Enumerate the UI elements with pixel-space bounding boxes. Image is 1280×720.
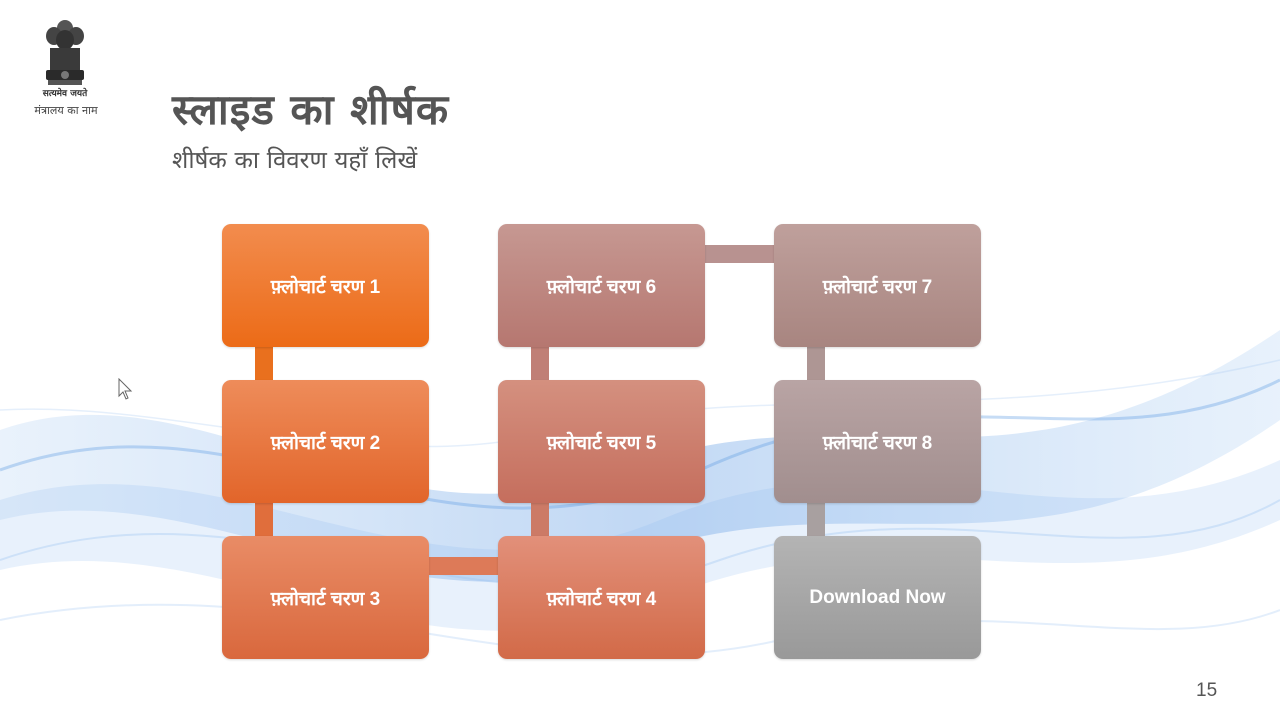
flowchart-step-4: फ़्लोचार्ट चरण 4 <box>498 536 705 659</box>
flowchart-step-7: फ़्लोचार्ट चरण 7 <box>774 224 981 347</box>
connector-7-8 <box>807 346 825 382</box>
connector-3-4 <box>428 557 500 575</box>
connector-1-2 <box>255 346 273 382</box>
emblem-motto: सत्यमेव जयते <box>42 89 88 99</box>
connector-6-7 <box>704 245 776 263</box>
flowchart-step-2: फ़्लोचार्ट चरण 2 <box>222 380 429 503</box>
flowchart-step-1: फ़्लोचार्ट चरण 1 <box>222 224 429 347</box>
connector-5-6 <box>531 346 549 382</box>
flowchart-step-3: फ़्लोचार्ट चरण 3 <box>222 536 429 659</box>
step-label: फ़्लोचार्ट चरण 1 <box>270 276 381 298</box>
download-now-button[interactable]: Download Now <box>774 536 981 659</box>
flowchart-step-6: फ़्लोचार्ट चरण 6 <box>498 224 705 347</box>
step-label: फ़्लोचार्ट चरण 3 <box>270 588 381 610</box>
step-label: फ़्लोचार्ट चरण 7 <box>822 276 933 298</box>
page-number: 15 <box>1196 680 1218 701</box>
slide-subtitle: शीर्षक का विवरण यहाँ लिखें <box>172 146 418 174</box>
slide-title: स्लाइड का शीर्षक <box>172 85 450 134</box>
connector-4-5 <box>531 502 549 538</box>
connector-2-3 <box>255 502 273 538</box>
ministry-name: मंत्रालय का नाम <box>34 104 98 117</box>
connector-8-9 <box>807 502 825 538</box>
flowchart-step-5: फ़्लोचार्ट चरण 5 <box>498 380 705 503</box>
step-label: फ़्लोचार्ट चरण 6 <box>546 276 657 298</box>
step-label: फ़्लोचार्ट चरण 2 <box>270 432 381 454</box>
flowchart-step-8: फ़्लोचार्ट चरण 8 <box>774 380 981 503</box>
step-label: फ़्लोचार्ट चरण 5 <box>546 432 657 454</box>
mouse-cursor-icon <box>118 378 133 400</box>
step-label: फ़्लोचार्ट चरण 4 <box>546 588 657 610</box>
national-emblem-icon <box>46 20 84 85</box>
step-label: फ़्लोचार्ट चरण 8 <box>822 432 933 454</box>
download-now-label: Download Now <box>809 586 946 608</box>
